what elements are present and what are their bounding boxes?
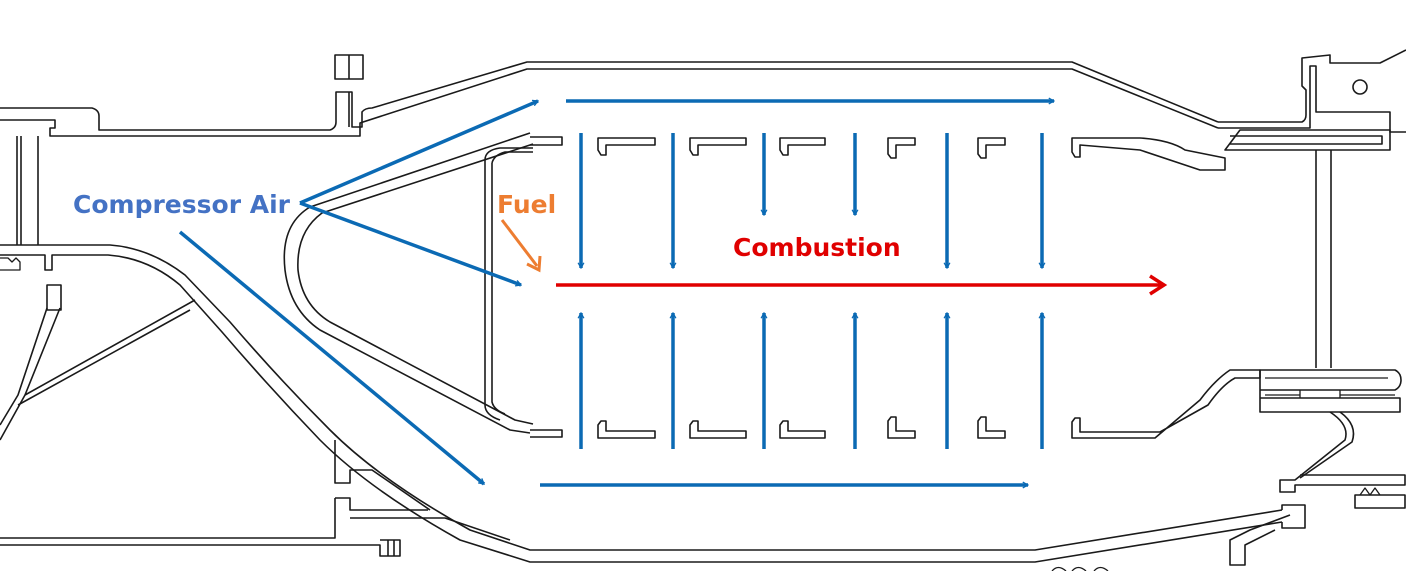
engine-structure bbox=[0, 49, 1406, 571]
air-arrow-to-outer-annulus bbox=[299, 99, 538, 205]
liner-dome-inner bbox=[297, 143, 534, 425]
bolt-row-bottom bbox=[1051, 566, 1109, 571]
cooling-slot-bottom-2 bbox=[689, 420, 747, 439]
vane-platform-lower bbox=[1259, 369, 1402, 413]
dilution-jets-top bbox=[581, 133, 1042, 268]
strut-diagonal-1 bbox=[0, 307, 61, 441]
fuel-label: Fuel bbox=[497, 190, 556, 219]
liner-cooling-slots-top bbox=[597, 137, 1226, 171]
turbine-casing-top-3 bbox=[1224, 129, 1391, 151]
cooling-slot-top-1 bbox=[597, 137, 656, 156]
dome-plate-inner bbox=[491, 151, 533, 415]
fuel-arrow-head bbox=[526, 255, 542, 273]
strut-diagonal-4 bbox=[17, 309, 191, 406]
turbine-casing-top bbox=[1218, 49, 1406, 123]
cooling-slot-bottom-4 bbox=[887, 416, 916, 439]
turbine-section bbox=[1218, 49, 1406, 566]
flow-arrows bbox=[178, 99, 1168, 486]
dome-plate bbox=[484, 147, 533, 421]
compressor-casing-top bbox=[0, 61, 1219, 131]
cooling-slot-bottom-5 bbox=[977, 416, 1006, 439]
liner-cooling-slots-bottom bbox=[597, 369, 1261, 439]
compressor-air-label: Compressor Air bbox=[73, 190, 291, 219]
strut-diagonal-2 bbox=[0, 307, 48, 426]
inner-casing-left-2 bbox=[0, 254, 1283, 563]
cooling-slot-top-5 bbox=[977, 137, 1006, 159]
flange-bottom-right bbox=[1281, 504, 1306, 529]
cooling-slot-top-6 bbox=[1071, 137, 1226, 171]
flange-bottom-left-3 bbox=[0, 498, 401, 557]
air-arrow-to-inner-annulus bbox=[178, 230, 486, 486]
dilution-jets-bottom bbox=[581, 313, 1042, 449]
cooling-slot-top-4 bbox=[887, 137, 916, 159]
air-arrow-to-primary-zone bbox=[299, 201, 521, 287]
flange-bottom-left-2 bbox=[335, 497, 511, 541]
cooling-slot-top-2 bbox=[689, 137, 747, 156]
combustion-label: Combustion bbox=[733, 233, 901, 262]
post-left bbox=[46, 284, 62, 311]
compressor-casing-top-inner bbox=[0, 68, 1219, 137]
seal-teeth bbox=[1359, 487, 1381, 496]
strut-diagonal-3 bbox=[24, 299, 196, 396]
cooling-slot-top-3 bbox=[779, 137, 826, 156]
liner-lip-bottom bbox=[530, 429, 563, 438]
bolt-hole bbox=[1352, 79, 1368, 95]
support-arm-lower bbox=[1279, 411, 1406, 493]
liner-lip-top bbox=[530, 136, 563, 146]
seal-lower-right bbox=[1354, 494, 1406, 509]
seal-left bbox=[0, 257, 21, 271]
flange-bottom-right-2 bbox=[1229, 514, 1291, 566]
combustion-arrow-head bbox=[1149, 274, 1168, 296]
turbine-casing-top-4 bbox=[1230, 135, 1383, 145]
cooling-slot-bottom-1 bbox=[597, 420, 656, 439]
support-arm-lower-2 bbox=[1299, 411, 1355, 479]
vane-platform-groove bbox=[1265, 377, 1395, 398]
cooling-slot-bottom-3 bbox=[779, 420, 826, 439]
fuel-arrow-shaft bbox=[500, 219, 539, 267]
liner-dome-outer bbox=[283, 132, 531, 434]
flange-bottom-left-1 bbox=[334, 440, 431, 511]
cooling-slot-bottom-6 bbox=[1071, 369, 1261, 439]
turbine-casing-top-2 bbox=[1218, 65, 1406, 133]
inner-casing-left bbox=[0, 244, 1283, 551]
